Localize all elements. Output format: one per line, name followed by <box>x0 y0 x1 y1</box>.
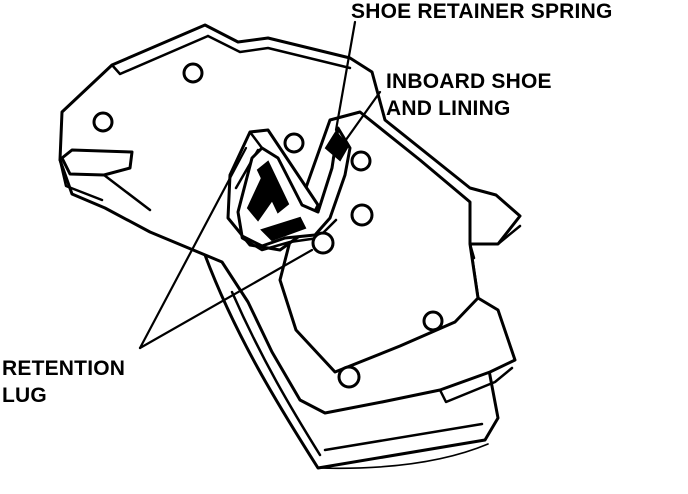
left-abutment-tab <box>60 148 152 212</box>
label-shoe-retainer-spring: SHOE RETAINER SPRING <box>351 0 613 23</box>
rivets <box>92 62 444 389</box>
rivet <box>350 150 372 172</box>
leader-inboard-shoe <box>331 90 382 160</box>
leader-retention-lug-2 <box>138 248 314 350</box>
leader-lines <box>138 20 382 350</box>
rivet <box>182 62 204 84</box>
rivet <box>350 203 374 227</box>
leader-shoe-retainer-spring <box>334 20 357 132</box>
label-inboard-shoe-line2: AND LINING <box>386 97 511 120</box>
shoe-retainer-spring <box>236 126 352 252</box>
rivet <box>283 132 305 154</box>
leader-retention-lug-1 <box>138 146 248 350</box>
rivet <box>337 365 361 389</box>
label-retention-lug-line2: LUG <box>2 384 47 407</box>
rivet <box>311 231 335 255</box>
rivet <box>92 111 114 133</box>
label-inboard-shoe-line1: INBOARD SHOE <box>386 70 552 93</box>
rivet <box>422 310 444 332</box>
label-retention-lug-line1: RETENTION <box>2 357 126 380</box>
